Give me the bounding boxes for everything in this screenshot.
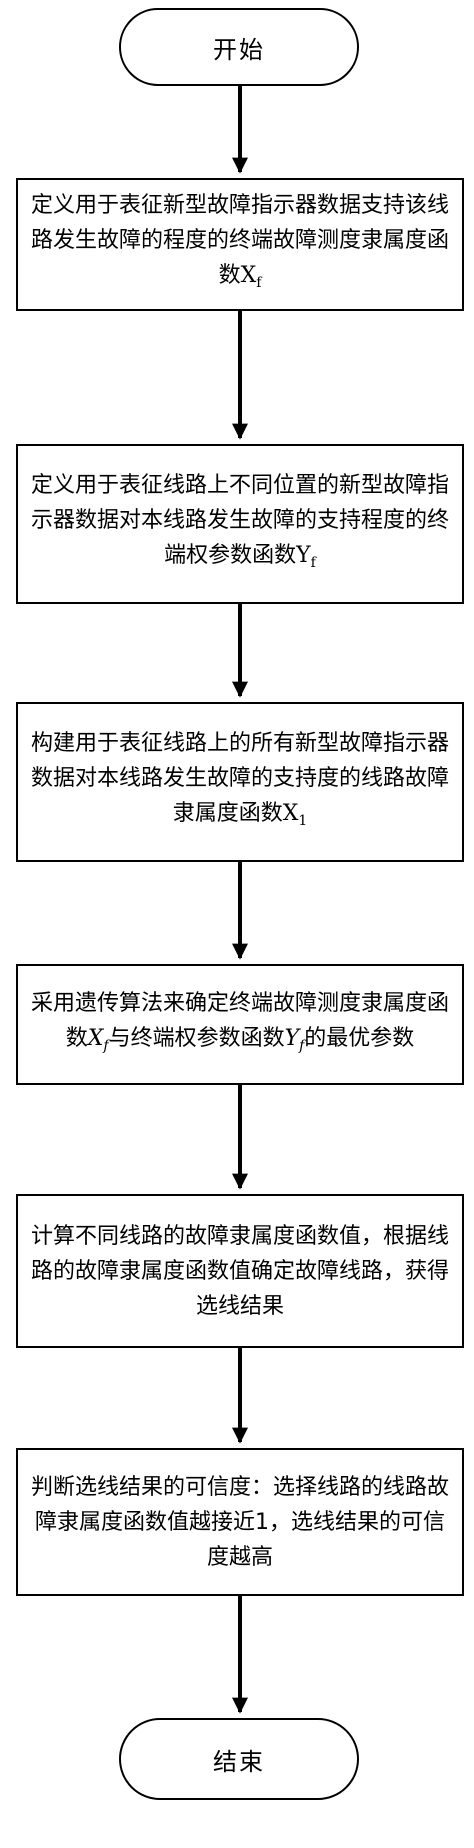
step-4-box: 采用遗传算法来确定终端故障测度隶属度函数Xf与终端权参数函数Yf的最优参数	[16, 964, 464, 1085]
step-5-text: 计算不同线路的故障隶属度函数值，根据线路的故障隶属度函数值确定故障线路，获得选线…	[30, 1223, 449, 1319]
step-1-var: Xf	[240, 263, 262, 291]
start-label: 开始	[213, 35, 265, 64]
step-2-text: 定义用于表征线路上不同位置的新型故障指示器数据对本线路发生故障的支持程度的终端权…	[30, 472, 449, 568]
step-6-box: 判断选线结果的可信度：选择线路的线路故障隶属度函数值越接近1，选线结果的可信度越…	[16, 1448, 464, 1596]
step-1-text: 定义用于表征新型故障指示器数据支持该线路发生故障的程度的终端故障测度隶属度函数	[30, 193, 449, 288]
step-1-box: 定义用于表征新型故障指示器数据支持该线路发生故障的程度的终端故障测度隶属度函数X…	[16, 178, 464, 311]
step-4-text-after: 的最优参数	[304, 1025, 415, 1051]
step-2-var: Yf	[296, 542, 316, 571]
step-3-var: X1	[282, 800, 308, 829]
end-label: 结束	[213, 1747, 265, 1776]
step-4-var-x: Xf	[87, 1025, 109, 1054]
step-2-box: 定义用于表征线路上不同位置的新型故障指示器数据对本线路发生故障的支持程度的终端权…	[16, 444, 464, 604]
step-4-var-y: Yf	[284, 1025, 305, 1054]
step-3-box: 构建用于表征线路上的所有新型故障指示器数据对本线路发生故障的支持度的线路故障隶属…	[16, 702, 464, 862]
step-3-text: 构建用于表征线路上的所有新型故障指示器数据对本线路发生故障的支持度的线路故障隶属…	[30, 730, 449, 826]
step-4-text: 采用遗传算法来确定终端故障测度隶属度函数	[30, 990, 449, 1051]
end-node: 结束	[119, 1718, 359, 1800]
start-node: 开始	[119, 8, 359, 86]
step-6-text: 判断选线结果的可信度：选择线路的线路故障隶属度函数值越接近1，选线结果的可信度越…	[30, 1474, 449, 1570]
step-4-text-mid: 与终端权参数函数	[108, 1025, 285, 1051]
step-5-box: 计算不同线路的故障隶属度函数值，根据线路的故障隶属度函数值确定故障线路，获得选线…	[16, 1194, 464, 1348]
